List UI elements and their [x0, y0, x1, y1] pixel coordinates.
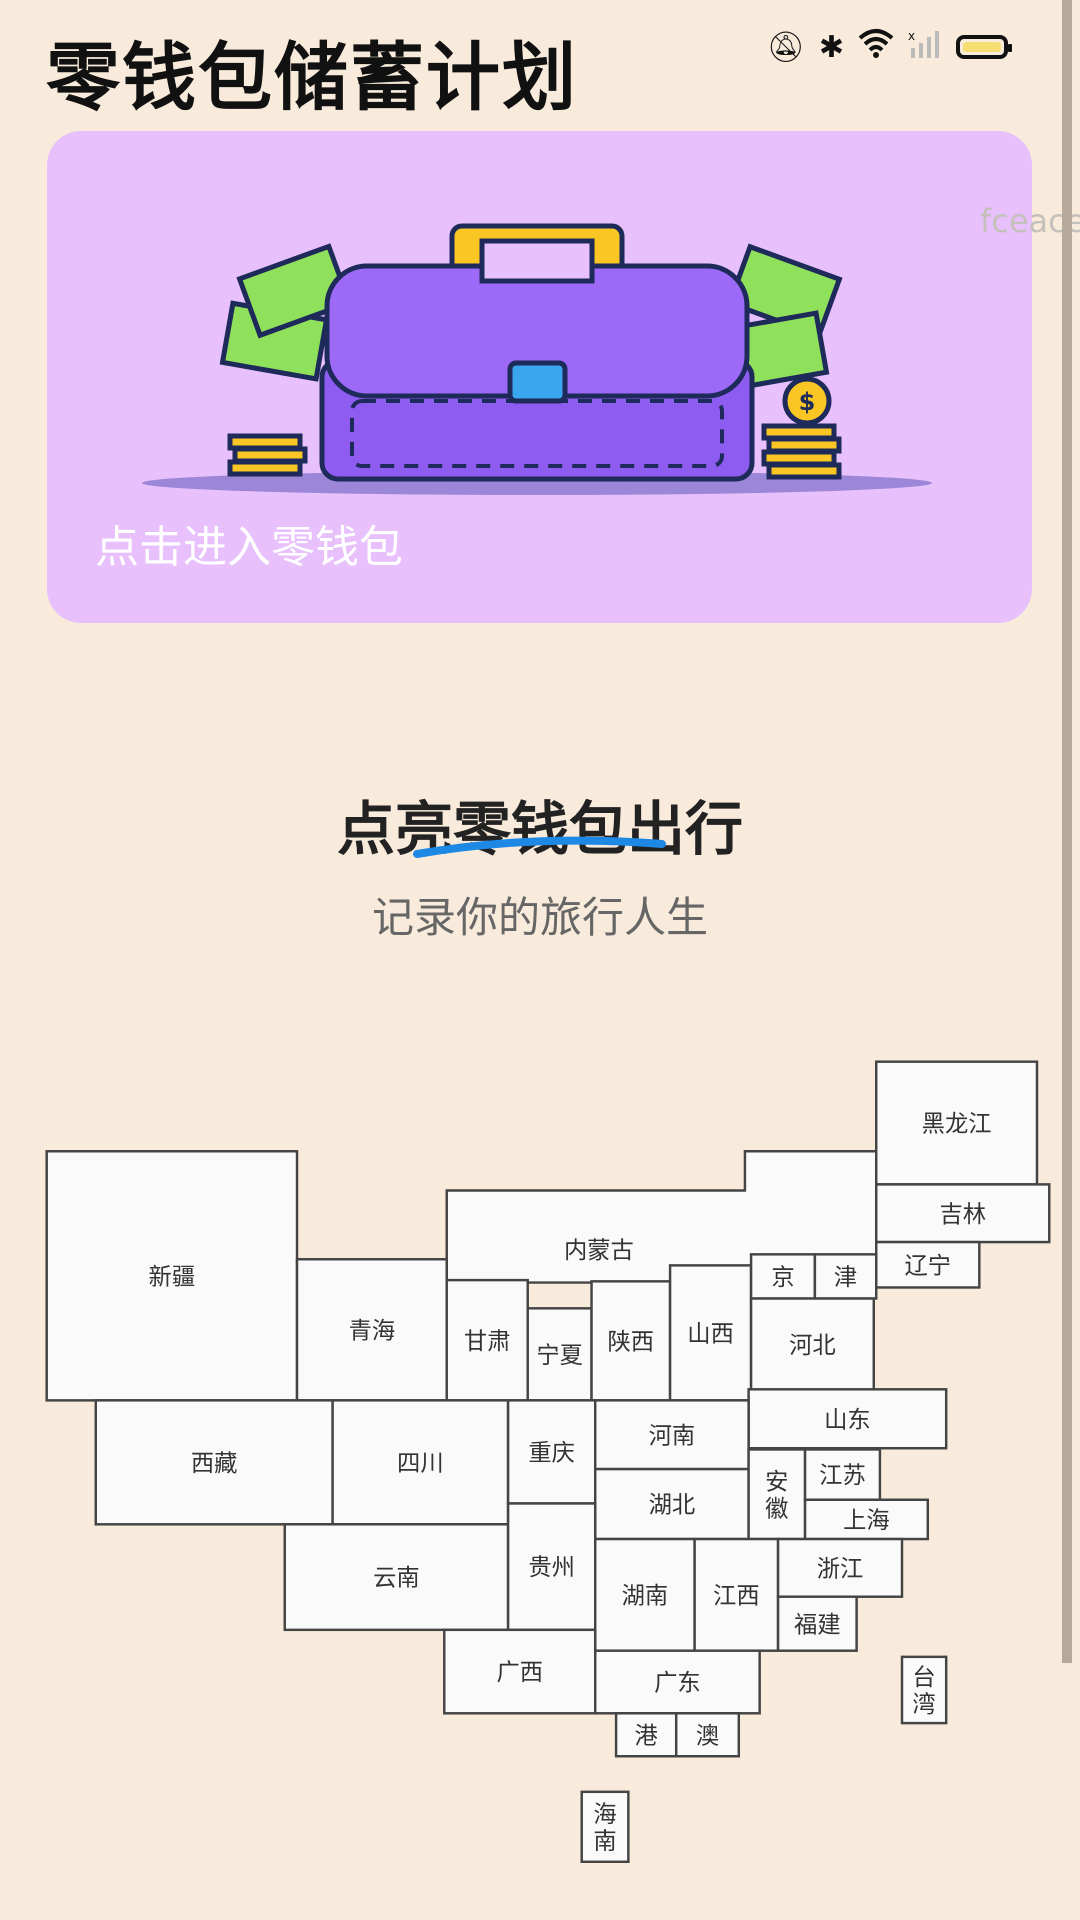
province-5[interactable]: 青海 [295, 1258, 448, 1402]
province-label: 广东 [654, 1670, 701, 1697]
province-8[interactable]: 陕西 [590, 1280, 672, 1402]
province-label: 贵州 [528, 1554, 575, 1581]
province-label: 福建 [794, 1611, 841, 1638]
province-12[interactable]: 河北 [749, 1297, 876, 1392]
province-16[interactable]: 重庆 [506, 1399, 597, 1505]
province-19[interactable]: 安徽 [747, 1448, 807, 1541]
province-label: 海 [593, 1801, 616, 1828]
province-label: 新疆 [149, 1263, 196, 1290]
signal-none-icon: x [908, 28, 942, 66]
province-31[interactable]: 澳 [674, 1712, 741, 1758]
province-6[interactable]: 甘肃 [445, 1278, 529, 1402]
province-label: 吉林 [939, 1201, 986, 1228]
province-1[interactable]: 吉林 [875, 1183, 1051, 1244]
china-province-map: 内蒙古 黑龙江吉林辽宁 新疆青海 甘肃宁夏陕西 山西 京 津河北山东西藏 四川 重庆 河南湖北 安徽… [45, 1060, 1051, 1864]
province-13[interactable]: 山东 [747, 1388, 948, 1450]
province-7[interactable]: 宁夏 [526, 1307, 593, 1402]
province-label: 山东 [824, 1406, 871, 1433]
bluetooth-icon: ✱︎ [818, 29, 844, 65]
province-23[interactable]: 贵州 [506, 1502, 597, 1632]
province-32[interactable]: 台湾 [900, 1655, 948, 1725]
province-label: 西藏 [191, 1450, 238, 1477]
province-label: 津 [834, 1264, 857, 1291]
province-11[interactable]: 津 [813, 1253, 878, 1300]
province-label: 宁夏 [536, 1342, 583, 1369]
section-title: 点亮零钱包出行 [336, 795, 743, 863]
province-label: 黑龙江 [922, 1111, 992, 1138]
province-label: 湖北 [649, 1492, 696, 1519]
province-label: 河南 [649, 1422, 696, 1449]
province-label: 江西 [713, 1582, 760, 1609]
page-title: 零钱包储蓄计划 [46, 35, 578, 121]
province-33[interactable]: 海南 [580, 1790, 630, 1864]
province-24[interactable]: 湖南 [593, 1537, 696, 1652]
province-label: 浙江 [817, 1555, 864, 1582]
province-label: 江苏 [819, 1462, 866, 1489]
province-0[interactable]: 黑龙江 [875, 1060, 1039, 1186]
province-label: 陕西 [608, 1328, 655, 1355]
svg-text:x: x [908, 29, 915, 43]
province-label: 河北 [789, 1332, 836, 1359]
province-26[interactable]: 浙江 [776, 1537, 904, 1598]
province-18[interactable]: 湖北 [593, 1467, 750, 1541]
province-29[interactable]: 广东 [593, 1649, 761, 1715]
battery-icon [956, 35, 1012, 59]
province-label: 甘肃 [464, 1328, 511, 1355]
province-20[interactable]: 江苏 [803, 1448, 882, 1501]
province-label: 徽 [765, 1495, 788, 1522]
wallet-entry-card[interactable]: $ 点击进入零钱包 [47, 131, 1032, 623]
province-label: 南 [593, 1828, 616, 1855]
province-9[interactable]: 山西 [668, 1264, 753, 1402]
status-bar: 🔕︎ ✱︎ x [766, 28, 1012, 66]
province-21[interactable]: 上海 [803, 1498, 930, 1541]
province-label: 台 [912, 1664, 935, 1691]
province-label: 澳 [696, 1722, 719, 1749]
province-label: 上海 [843, 1507, 890, 1534]
province-label: 青海 [349, 1317, 396, 1344]
province-3[interactable]: 新疆 [45, 1150, 299, 1402]
province-22[interactable]: 云南 [283, 1523, 510, 1632]
province-label: 湖南 [622, 1582, 669, 1609]
province-label: 重庆 [528, 1440, 575, 1467]
province-15[interactable]: 四川 [331, 1399, 510, 1526]
svg-text:$: $ [799, 388, 816, 416]
province-28[interactable]: 广西 [443, 1628, 597, 1715]
province-label: 内蒙古 [564, 1237, 634, 1264]
province-label: 山西 [687, 1320, 734, 1347]
wifi-icon [858, 28, 894, 66]
province-2[interactable]: 辽宁 [875, 1240, 981, 1289]
province-label: 辽宁 [904, 1252, 951, 1279]
province-label: 广西 [496, 1659, 543, 1686]
enter-wallet-label: 点击进入零钱包 [95, 522, 403, 573]
province-27[interactable]: 福建 [776, 1595, 858, 1652]
province-label: 湾 [912, 1691, 935, 1718]
province-label: 安 [765, 1468, 788, 1495]
province-10[interactable]: 京 [749, 1253, 817, 1300]
bell-off-icon: 🔕︎ [766, 29, 805, 65]
province-label: 四川 [397, 1450, 444, 1477]
province-14[interactable]: 西藏 [94, 1399, 334, 1526]
province-25[interactable]: 江西 [693, 1537, 780, 1652]
province-30[interactable]: 港 [614, 1712, 678, 1758]
title-underline [413, 836, 666, 858]
briefcase-money-illustration: $ [142, 223, 932, 495]
province-label: 京 [771, 1264, 794, 1291]
province-label: 云南 [373, 1565, 420, 1592]
province-17[interactable]: 河南 [593, 1399, 750, 1471]
section-subtitle: 记录你的旅行人生 [371, 893, 708, 942]
province-label: 港 [634, 1722, 657, 1749]
scrollbar[interactable] [1062, 0, 1072, 1663]
